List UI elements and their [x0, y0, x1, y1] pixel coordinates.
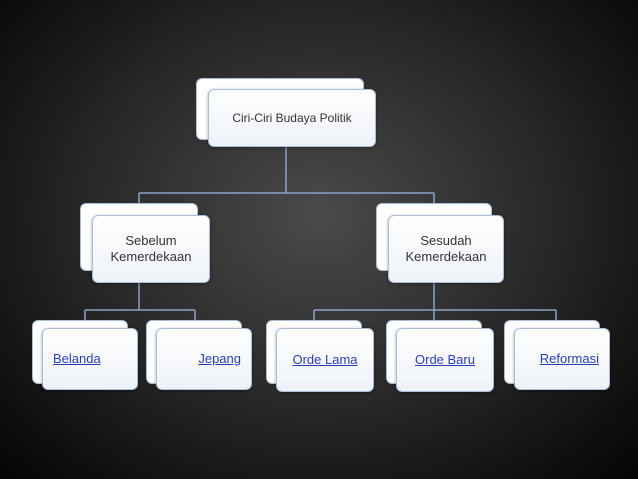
orde-baru-link[interactable]: Orde Baru [396, 328, 494, 392]
connector-sesudah [313, 278, 557, 326]
connector-sebelum [84, 278, 196, 326]
connector-root [138, 145, 435, 210]
jepang-link[interactable]: Jepang [156, 328, 252, 390]
belanda-link[interactable]: Belanda [42, 328, 138, 390]
root-label: Ciri-Ciri Budaya Politik [208, 89, 376, 147]
orde-lama-link[interactable]: Orde Lama [276, 328, 374, 392]
sebelum-kemerdekaan-label: Sebelum Kemerdekaan [92, 215, 210, 283]
reformasi-link[interactable]: Reformasi [514, 328, 610, 390]
sesudah-kemerdekaan-label: Sesudah Kemerdekaan [388, 215, 504, 283]
